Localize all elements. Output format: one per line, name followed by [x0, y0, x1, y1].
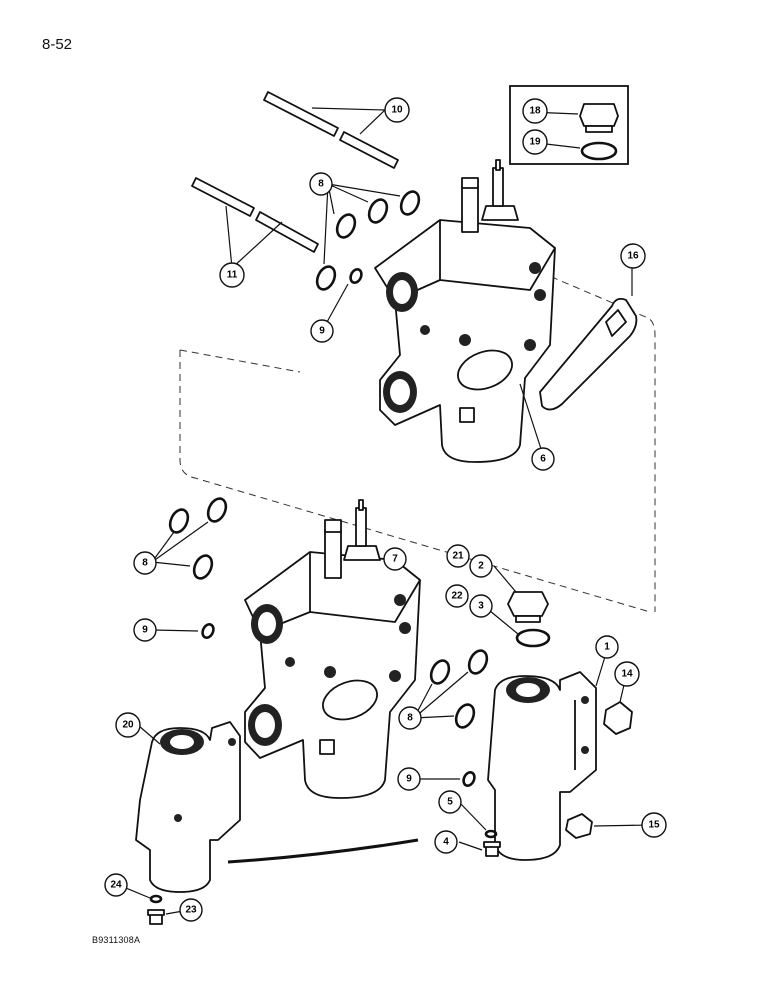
callout-1: 1 — [595, 635, 619, 659]
callout-5: 5 — [438, 790, 462, 814]
tie-rod-11 — [191, 177, 319, 253]
svg-text:8: 8 — [407, 713, 413, 724]
o-ring-9-top — [349, 268, 363, 284]
callout-8-middle: 8 — [133, 551, 157, 575]
svg-text:11: 11 — [227, 270, 238, 281]
callout-22: 22 — [445, 584, 469, 608]
figure-code: B9311308A — [92, 935, 141, 945]
o-rings-8-middle — [168, 497, 228, 580]
callout-2: 2 — [469, 554, 493, 578]
callout-9-middle: 9 — [133, 618, 157, 642]
assembly-boundary — [179, 271, 656, 613]
svg-text:22: 22 — [451, 591, 463, 602]
svg-text:15: 15 — [648, 820, 660, 831]
callout-15: 15 — [641, 812, 667, 838]
svg-text:4: 4 — [443, 837, 449, 848]
svg-text:7: 7 — [392, 554, 398, 565]
callout-19: 19 — [522, 129, 548, 155]
nut-14 — [603, 701, 633, 735]
valve-section-7 — [244, 499, 421, 799]
svg-text:6: 6 — [540, 454, 546, 465]
o-ring-9-middle — [201, 623, 215, 639]
bracket-16 — [539, 297, 638, 411]
svg-text:19: 19 — [529, 137, 541, 148]
svg-text:8: 8 — [318, 179, 324, 190]
svg-text:5: 5 — [447, 797, 453, 808]
plug-18 — [579, 103, 619, 133]
svg-text:20: 20 — [122, 720, 134, 731]
plug-4 — [483, 841, 501, 857]
svg-text:2: 2 — [478, 561, 484, 572]
o-ring-5 — [484, 829, 498, 839]
o-ring-3 — [515, 628, 551, 648]
callout-21: 21 — [446, 544, 470, 568]
end-cover-1 — [487, 671, 597, 861]
o-ring-24 — [149, 894, 163, 904]
svg-text:10: 10 — [391, 105, 403, 116]
callout-24: 24 — [104, 873, 128, 897]
callout-6: 6 — [531, 447, 555, 471]
svg-text:16: 16 — [627, 251, 639, 262]
o-rings-8-lower — [429, 649, 489, 729]
callout-23: 23 — [179, 898, 203, 922]
o-rings-8-top — [315, 190, 421, 291]
svg-text:8: 8 — [142, 558, 148, 569]
svg-text:14: 14 — [621, 669, 633, 680]
callout-18: 18 — [522, 98, 548, 124]
callout-20: 20 — [115, 712, 141, 738]
svg-text:9: 9 — [319, 326, 325, 337]
fitting-15 — [565, 813, 593, 839]
svg-text:1: 1 — [604, 642, 610, 653]
svg-text:23: 23 — [185, 905, 197, 916]
tie-rod-10 — [263, 91, 399, 169]
svg-text:9: 9 — [406, 774, 412, 785]
o-ring-9-lower — [462, 771, 476, 787]
svg-text:24: 24 — [110, 880, 122, 891]
end-cover-20 — [135, 721, 241, 893]
valve-section-6 — [374, 159, 556, 463]
svg-text:9: 9 — [142, 625, 148, 636]
svg-text:21: 21 — [452, 551, 464, 562]
svg-text:18: 18 — [529, 106, 541, 117]
page-number: 8-52 — [42, 36, 73, 53]
callout-7: 7 — [383, 547, 407, 571]
callout-16: 16 — [620, 243, 646, 269]
plug-23 — [147, 909, 165, 925]
callout-10: 10 — [384, 97, 410, 123]
callout-14: 14 — [614, 661, 640, 687]
plug-2 — [507, 591, 549, 623]
o-ring-19 — [580, 141, 618, 161]
callout-9-top: 9 — [310, 319, 334, 343]
callout-11: 11 — [219, 262, 245, 288]
svg-text:3: 3 — [478, 601, 484, 612]
callout-4: 4 — [434, 830, 458, 854]
callout-8-top: 8 — [309, 172, 333, 196]
callout-8-lower: 8 — [398, 706, 422, 730]
connection-line — [227, 838, 419, 864]
callout-9-lower: 9 — [397, 767, 421, 791]
callout-3: 3 — [469, 594, 493, 618]
